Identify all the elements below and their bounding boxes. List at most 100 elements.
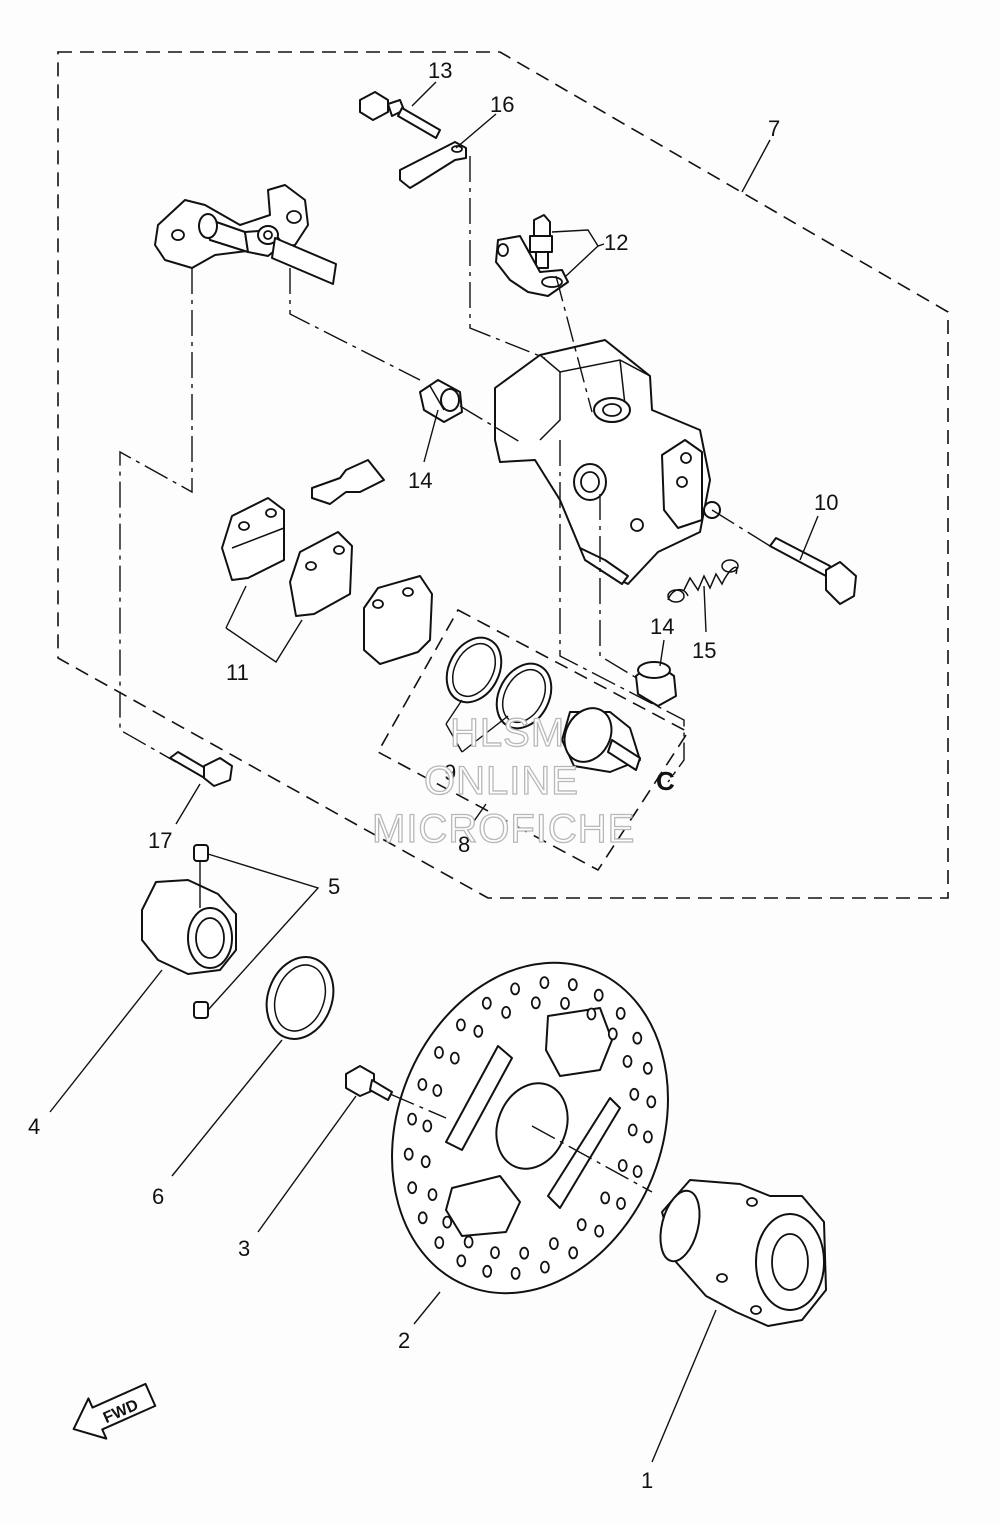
disc-vent-hole — [417, 1078, 428, 1091]
disc-vent-hole — [519, 1246, 530, 1260]
callout-14-upper: 14 — [408, 468, 432, 493]
disc-vent-hole — [449, 1051, 460, 1065]
caliper-assembly-boundary — [57, 51, 949, 899]
disc-vent-hole — [567, 978, 578, 992]
disc-vent-hole — [510, 982, 520, 996]
washer-6 — [265, 956, 335, 1040]
disc-vent-hole — [615, 1007, 626, 1020]
piston-seal-9-a — [445, 636, 503, 704]
bolt-10 — [769, 537, 857, 605]
watermark-line-1: HLSM — [450, 711, 565, 755]
disc-vent-holes — [403, 976, 657, 1280]
callout-7: 7 — [768, 116, 780, 141]
disc-vent-hole — [600, 1191, 611, 1205]
disc-vent-hole — [434, 1046, 444, 1059]
disc-vent-hole — [422, 1119, 433, 1133]
disc-vent-hole — [616, 1197, 626, 1210]
bolt-13 — [359, 91, 441, 139]
callout-5: 5 — [328, 874, 340, 899]
watermark-line-3: MICROFICHE — [372, 807, 635, 851]
pad-spring-clip — [311, 459, 385, 505]
disc-vent-hole — [627, 1123, 638, 1137]
disc-vent-hole — [490, 1246, 500, 1259]
disc-vent-hole — [427, 1188, 438, 1201]
circlip-letter: C — [656, 766, 675, 796]
brake-disc-2 — [391, 961, 669, 1295]
disc-vent-hole — [403, 1147, 414, 1161]
caliper-bracket — [154, 184, 337, 285]
callout-2: 2 — [398, 1328, 410, 1353]
disc-vent-hole — [549, 1237, 559, 1250]
leader-lines — [49, 81, 819, 1463]
disc-vent-hole — [417, 1211, 428, 1225]
retainer-clip-16 — [399, 141, 467, 189]
callout-17: 17 — [148, 828, 172, 853]
watermark: HLSM ONLINE MICROFICHE — [371, 710, 635, 851]
disc-vent-hole — [407, 1112, 418, 1126]
callout-13: 13 — [428, 58, 452, 83]
disc-vent-hole — [540, 1260, 550, 1274]
pin-boot-14-upper — [419, 379, 463, 423]
disc-vent-hole — [434, 1236, 445, 1249]
disc-vent-hole — [607, 1027, 618, 1041]
disc-vent-hole — [482, 1264, 493, 1278]
disc-vent-hole — [501, 1006, 512, 1019]
disc-vent-hole — [576, 1218, 587, 1232]
disc-vent-hole — [586, 1007, 597, 1021]
disc-vent-hole — [456, 1254, 467, 1268]
callout-14-lower: 14 — [650, 614, 674, 639]
watermark-line-2: ONLINE — [424, 759, 579, 803]
disc-vent-hole — [420, 1155, 431, 1169]
disc-vent-hole — [442, 1215, 453, 1229]
callout-labels: 1 2 3 4 5 6 7 8 9 10 11 12 13 14 14 15 1… — [28, 58, 838, 1493]
disc-vent-hole — [455, 1018, 466, 1032]
disc-vent-hole — [629, 1087, 640, 1101]
callout-4: 4 — [28, 1114, 40, 1139]
disc-vent-hole — [594, 1224, 604, 1238]
callout-11: 11 — [226, 660, 249, 685]
piston — [561, 707, 641, 773]
assembly-axis-lines — [119, 156, 771, 1193]
disc-vent-hole — [568, 1246, 579, 1260]
callout-3: 3 — [238, 1236, 250, 1261]
callout-1: 1 — [641, 1468, 653, 1493]
axle-sleeve-4 — [141, 879, 237, 975]
callout-16: 16 — [490, 92, 514, 117]
bolt-17 — [169, 751, 233, 787]
bleed-screw-12 — [529, 214, 553, 269]
disc-vent-hole — [643, 1130, 653, 1144]
callout-6: 6 — [152, 1184, 164, 1209]
brake-pad-11-right — [289, 531, 353, 617]
pin-boot-14-lower — [635, 661, 677, 707]
callout-10: 10 — [814, 490, 838, 515]
disc-vent-hole — [530, 996, 541, 1010]
disc-vent-hole — [622, 1055, 633, 1068]
disc-vent-hole — [463, 1235, 474, 1249]
bolt-3 — [345, 1065, 393, 1101]
forward-direction-arrow: FWD — [72, 1382, 157, 1440]
seal-kit-boundary — [376, 608, 690, 872]
disc-vent-hole — [593, 988, 604, 1002]
callout-15: 15 — [692, 638, 716, 663]
disc-vent-hole — [642, 1061, 653, 1075]
disc-vent-hole — [481, 996, 492, 1010]
caliper-body — [494, 339, 721, 585]
disc-vent-hole — [617, 1159, 628, 1172]
callout-8: 8 — [458, 832, 470, 857]
piston-seal-9-b — [495, 662, 553, 730]
disc-vent-hole — [539, 976, 550, 989]
disc-vent-hole — [473, 1024, 484, 1038]
brake-pad-11-left — [221, 497, 285, 581]
spring-15 — [667, 559, 739, 603]
disc-vent-hole — [646, 1095, 657, 1109]
pad-shim — [363, 575, 433, 665]
set-screw-5-top — [193, 844, 209, 862]
disc-vent-hole — [632, 1031, 643, 1045]
disc-vent-hole — [560, 997, 570, 1010]
disc-vent-hole — [407, 1181, 418, 1195]
wheel-hub-1 — [659, 1179, 827, 1327]
disc-vent-hole — [432, 1084, 443, 1097]
disc-vent-hole — [510, 1267, 521, 1280]
